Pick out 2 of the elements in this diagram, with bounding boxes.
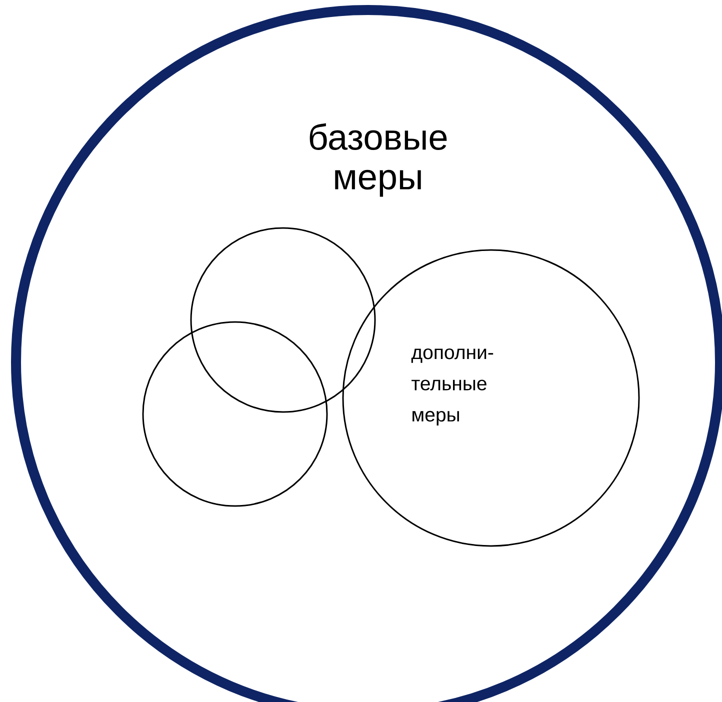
circle [190,227,376,413]
circle [142,321,328,507]
